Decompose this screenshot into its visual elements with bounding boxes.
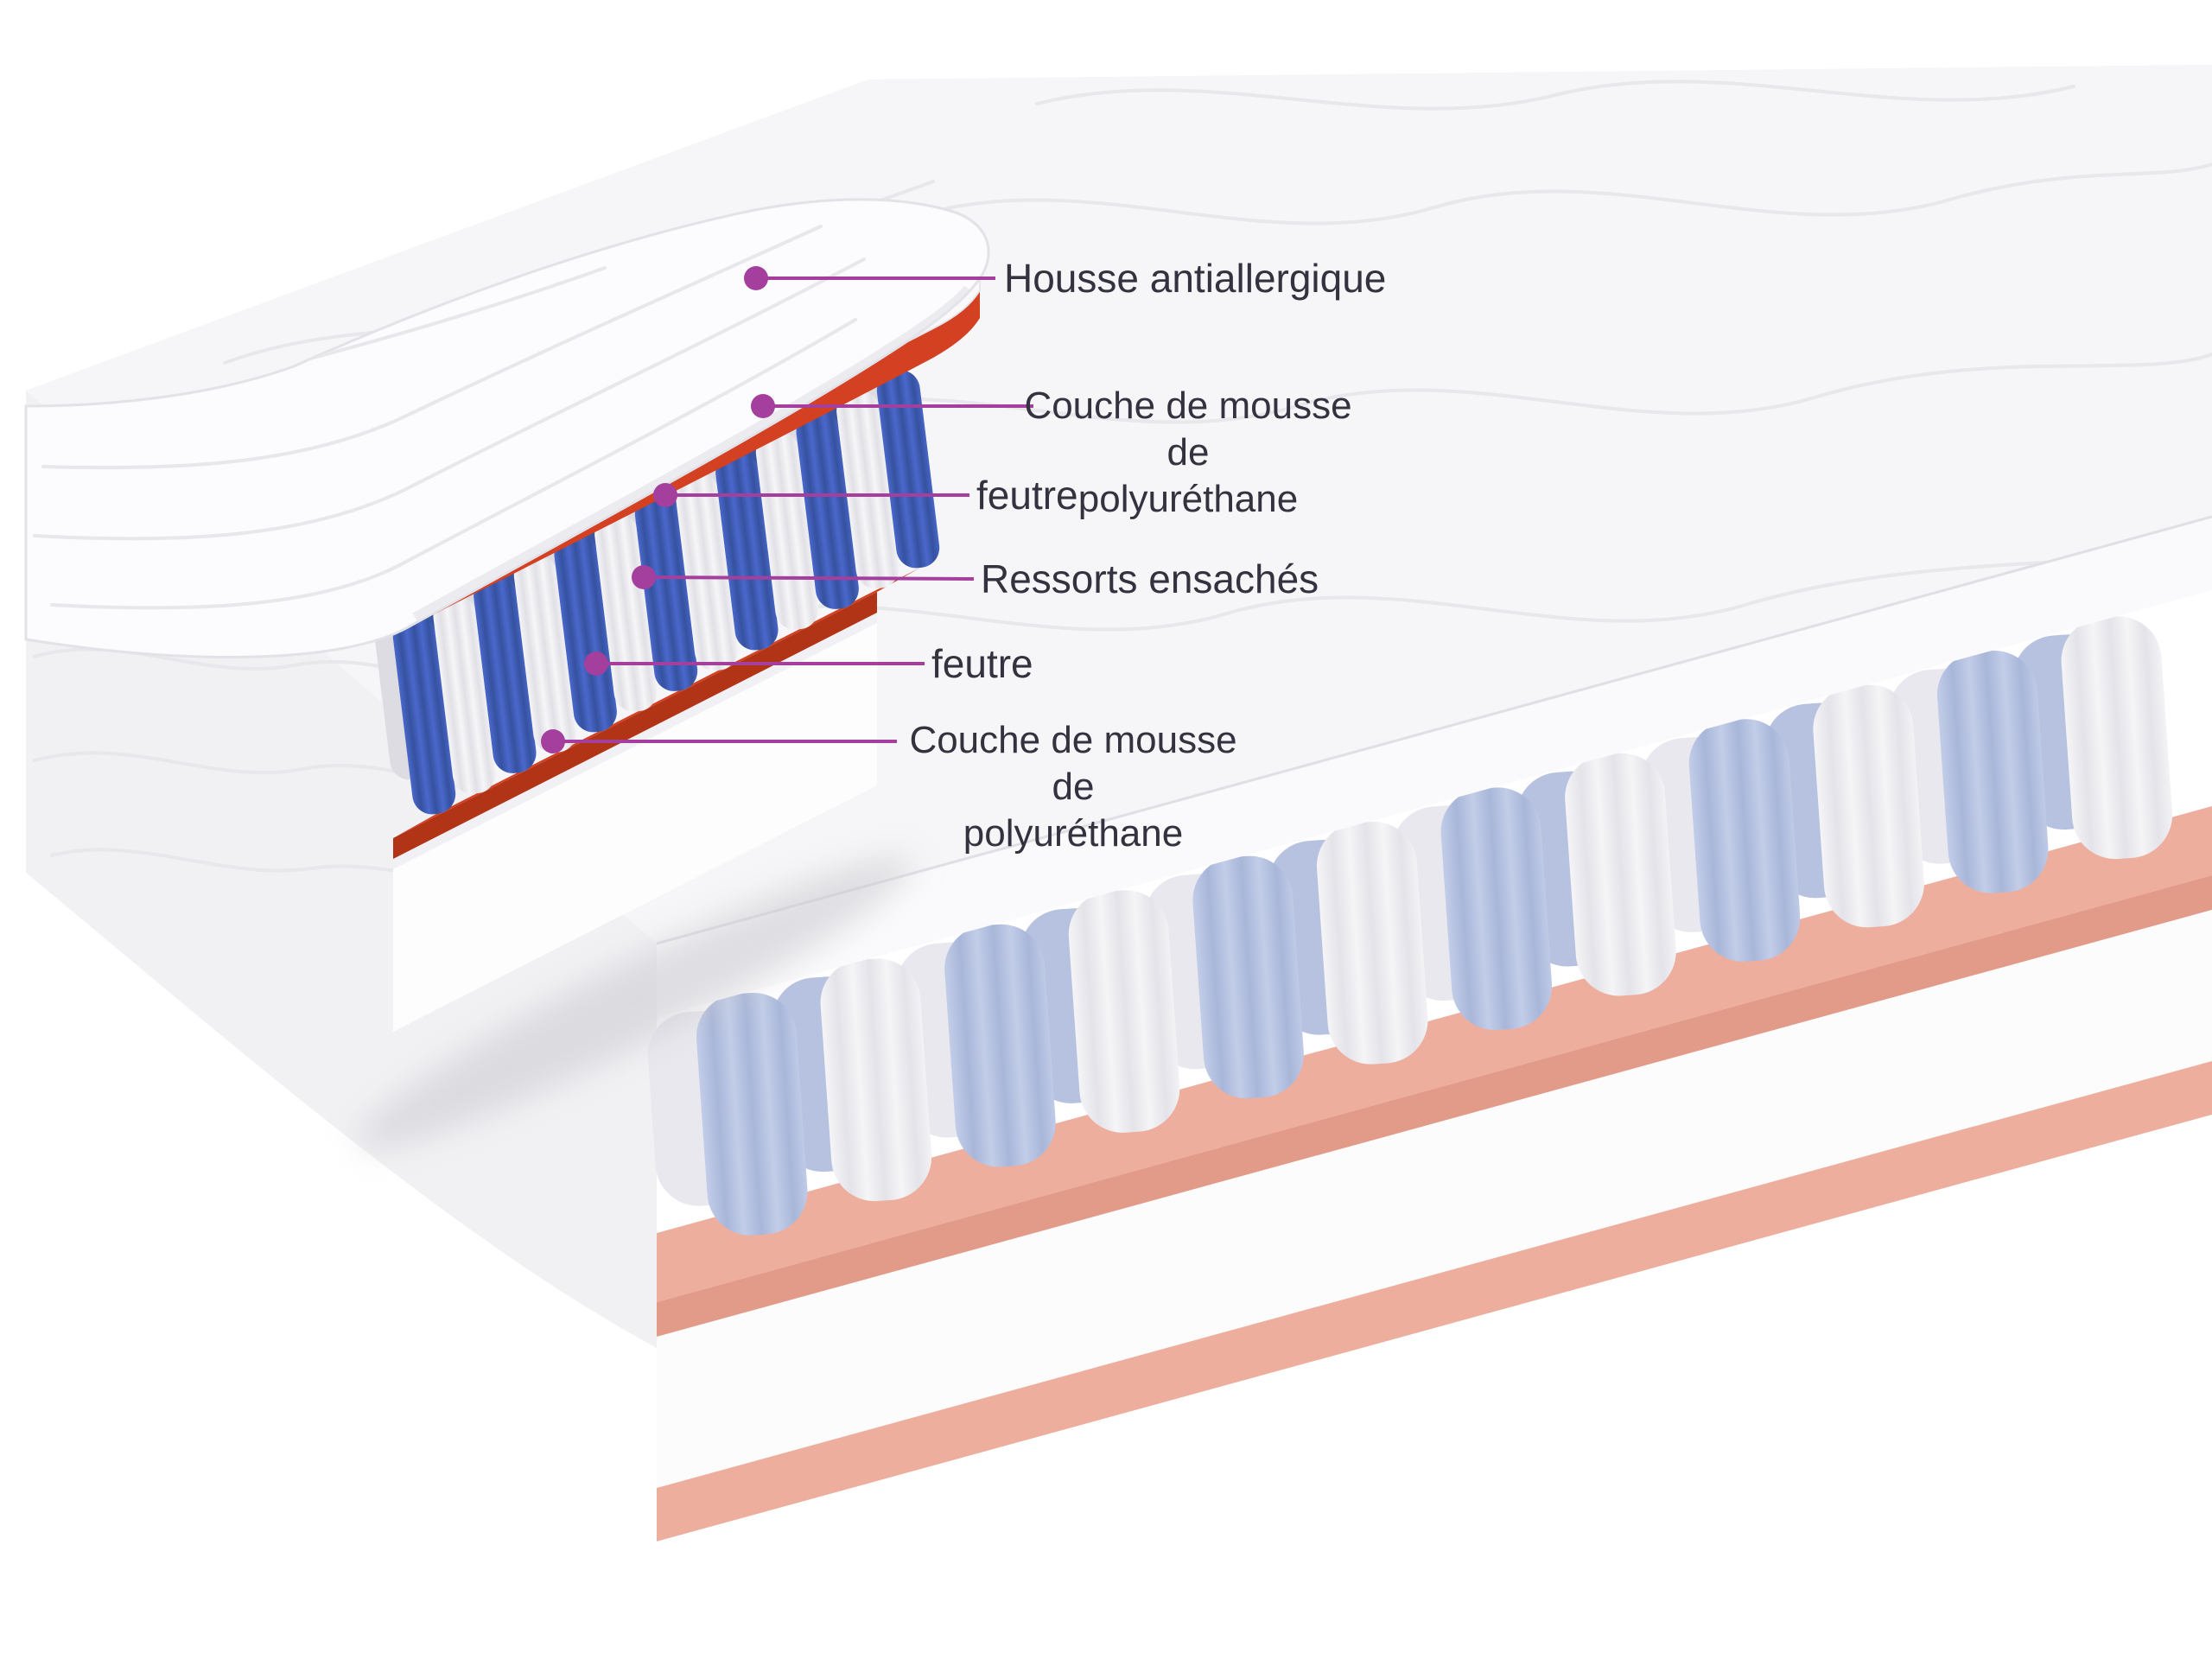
label-couche-mousse-bas-line2: polyuréthane: [963, 812, 1184, 855]
background-bottom-felt-strip: [657, 1061, 2212, 1541]
pocket-spring: [1565, 753, 1676, 996]
callout-dot: [541, 729, 565, 753]
background-bottom-foam: [657, 1115, 2212, 1659]
callout-dot: [584, 652, 608, 676]
callout-dot: [751, 394, 775, 418]
label-feutre-haut: feutre: [976, 473, 1078, 518]
pocket-spring: [1068, 890, 1180, 1133]
label-couche-mousse-bas-line1: Couche de mousse de: [909, 719, 1237, 808]
callout-dot: [744, 266, 768, 290]
pocket-spring: [696, 993, 808, 1236]
label-feutre-bas: feutre: [931, 641, 1033, 686]
label-couche-mousse-haut-line1: Couche de mousse de: [1024, 385, 1352, 474]
bottom-felt-front-edge: [393, 592, 877, 859]
callout-dot: [632, 565, 656, 589]
label-couche-mousse-haut-line2: polyuréthane: [1077, 478, 1299, 520]
pocket-spring: [1813, 684, 1924, 928]
background-cutaway-stack: [647, 515, 2212, 1659]
label-ressorts-ensaches: Ressorts ensachés: [981, 556, 1319, 601]
label-housse-antiallergique: Housse antiallergique: [1004, 256, 1387, 301]
base-foam-block: [393, 613, 877, 1032]
background-springs-front-row: [696, 616, 2173, 1236]
pocket-spring: [820, 958, 932, 1202]
background-felt-front-edge: [657, 875, 2212, 1337]
callouts: [541, 266, 1033, 753]
quilting-lines-cover: [33, 225, 866, 610]
background-cut-edge: [656, 515, 2212, 945]
quilting-lines-top: [223, 79, 2212, 632]
pocket-spring: [1688, 719, 1801, 962]
background-base-foam-face: [657, 910, 2212, 1488]
background-felt-top-surface: [657, 806, 2212, 1302]
pocket-springs-front-row: [392, 370, 940, 815]
pocket-spring: [1936, 651, 2049, 893]
label-couche-mousse-bas: Couche de mousse de polyuréthane: [887, 717, 1259, 857]
pocket-spring: [2061, 616, 2173, 860]
pocket-spring: [944, 924, 1056, 1167]
label-couche-mousse-haut: Couche de mousse de polyuréthane: [1002, 383, 1374, 523]
pocket-spring: [1440, 787, 1553, 1031]
pocket-spring: [1192, 855, 1304, 1099]
pocket-spring: [876, 370, 940, 569]
callout-line: [643, 575, 975, 581]
callout-dot: [653, 483, 677, 507]
background-top-layer-thickness: [657, 517, 2212, 1017]
pocket-spring: [1316, 822, 1428, 1065]
quilted-cover: [24, 198, 990, 658]
chunk-shadow: [357, 856, 913, 1148]
